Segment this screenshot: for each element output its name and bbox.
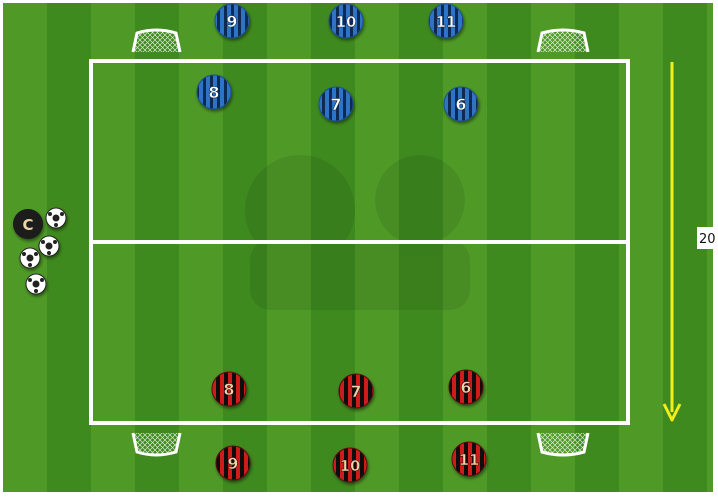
red-team: 8 7 6 9 10 11 (211, 369, 487, 483)
blue-player-9: 9 (214, 3, 250, 39)
soccer-ball-icon (19, 247, 41, 269)
red-player-number: 9 (227, 454, 238, 473)
soccer-ball-icon (45, 207, 67, 229)
goals (131, 28, 590, 457)
distance-label: 20 (699, 232, 716, 247)
coach-label: C (22, 216, 33, 234)
blue-player-6: 6 (443, 86, 479, 122)
goal-top-left (131, 28, 182, 53)
blue-player-number: 8 (208, 83, 219, 102)
blue-player-number: 10 (336, 13, 357, 31)
goal-top-right (536, 28, 590, 53)
blue-player-number: 11 (436, 13, 457, 31)
red-player-number: 6 (460, 378, 471, 397)
red-player-number: 11 (459, 451, 480, 469)
soccer-ball-icon (25, 273, 47, 295)
red-player-number: 8 (223, 380, 234, 399)
coach-marker: C (13, 209, 43, 239)
pitch-lines (89, 59, 630, 425)
distance-arrow (662, 62, 682, 422)
red-player-10: 10 (332, 447, 368, 483)
blue-player-number: 9 (226, 12, 237, 31)
blue-player-10: 10 (328, 3, 364, 39)
ball-pile (19, 207, 67, 295)
grass-field (3, 3, 713, 492)
red-player-number: 10 (340, 457, 361, 475)
blue-player-7: 7 (318, 86, 354, 122)
red-player-6: 6 (448, 369, 484, 405)
red-player-11: 11 (451, 441, 487, 477)
red-player-7: 7 (338, 373, 374, 409)
red-player-number: 7 (350, 382, 361, 401)
distance-label-box: 20 (697, 227, 718, 249)
red-player-8: 8 (211, 371, 247, 407)
blue-player-number: 7 (330, 95, 341, 114)
soccer-ball-icon (38, 235, 60, 257)
blue-team: 9 10 11 8 7 6 (196, 3, 479, 122)
blue-player-11: 11 (428, 3, 464, 39)
blue-player-number: 6 (455, 95, 466, 114)
goal-bottom-left (131, 432, 182, 457)
blue-player-8: 8 (196, 74, 232, 110)
red-player-9: 9 (215, 445, 251, 481)
watermark-logo (245, 155, 470, 310)
goal-bottom-right (536, 432, 590, 457)
